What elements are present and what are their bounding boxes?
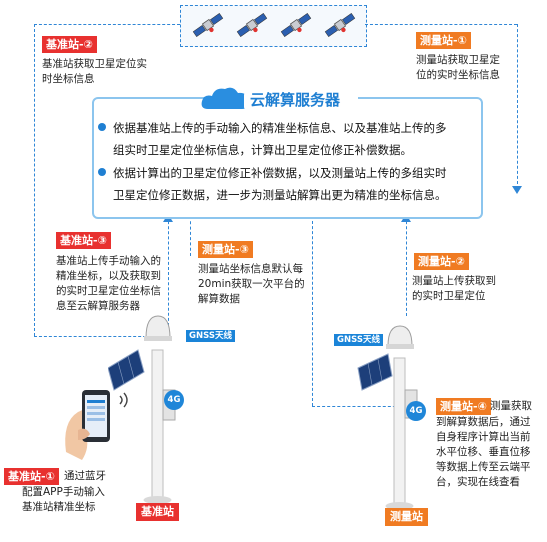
- text-base-1: 配置APP手动输入 基准站精准坐标: [22, 486, 105, 513]
- satellite-icon: [324, 13, 356, 37]
- bullet-dot: [98, 168, 106, 176]
- bullet-2-line-1: 依据计算出的卫星定位修正补偿数据，以及测量站上传的多组实时: [98, 163, 447, 183]
- text-meas-3: 测量站坐标信息默认每 20min获取一次平台的 解算数据: [198, 263, 305, 305]
- 4g-badge-base: 4G: [164, 390, 184, 410]
- arrow-down-meas: [512, 186, 522, 194]
- bullet-2-line-2: 卫星定位修正数据，进一步为测量站解算出更为精准的坐标信息。: [113, 188, 447, 202]
- text-meas-1: 测量站获取卫星定 位的实时坐标信息: [416, 54, 500, 81]
- text-meas-2: 测量站上传获取到 的实时卫星定位: [412, 275, 496, 302]
- text-base-2: 基准站获取卫星定位实 时坐标信息: [42, 58, 147, 85]
- tag-base-1: 基准站-①: [4, 468, 59, 485]
- gnss-label-base: GNSS天线: [186, 330, 235, 342]
- tag-base-3: 基准站-③: [56, 232, 111, 249]
- tag-meas-1: 测量站-①: [416, 32, 471, 49]
- base-station-device: [108, 315, 176, 504]
- tag-meas-2: 测量站-②: [414, 253, 469, 270]
- satellite-icon: [192, 13, 224, 37]
- connector-base-left: [34, 24, 35, 336]
- server-title: 云解算服务器: [250, 91, 341, 109]
- connector-base-bottom: [34, 336, 156, 337]
- gnss-label-meas: GNSS天线: [334, 334, 383, 346]
- connector-base-sat: [34, 24, 180, 25]
- bullet-dot: [98, 123, 106, 131]
- cloud-icon: [201, 87, 358, 110]
- connector-base-up: [168, 216, 169, 326]
- text-base-3: 基准站上传手动输入的 精准坐标，以及获取到 的实时卫星定位坐标信 息至云解算服务…: [56, 255, 161, 312]
- satellite-icon: [236, 13, 268, 37]
- text-meas-4: 到解算数据后，通过 自身程序计算出当前 水平位移、垂直位移 等数据上传至云端平 …: [436, 416, 531, 488]
- satellites: [192, 13, 356, 37]
- tag-meas-3: 测量站-③: [198, 241, 253, 258]
- antenna-icon: [386, 325, 414, 349]
- tag-base-2: 基准站-②: [42, 36, 97, 53]
- bullet-1-line-1: 依据基准站上传的手动输入的精准坐标信息、以及基准站上传的多: [98, 118, 447, 138]
- connector-server-meas-h: [312, 406, 406, 407]
- solar-panel-icon: [357, 353, 393, 391]
- bullet-1-line-2: 组实时卫星定位坐标信息，计算出卫星定位修正补偿数据。: [113, 143, 412, 157]
- connector-meas-up: [406, 216, 407, 316]
- 4g-badge-meas: 4G: [406, 401, 426, 421]
- text-meas-4-head: 测量获取: [490, 400, 532, 412]
- station-label-base: 基准站: [136, 503, 179, 521]
- phone-icon: [65, 390, 110, 460]
- satellite-icon: [280, 13, 312, 37]
- signal-icon: [119, 392, 128, 408]
- tag-meas-4: 测量站-④: [436, 398, 491, 415]
- connector-meas-right: [517, 24, 518, 189]
- connector-server-meas: [312, 216, 313, 406]
- station-label-meas: 测量站: [385, 508, 428, 526]
- text-base-1-head: 通过蓝牙: [64, 470, 106, 482]
- cloud-server-box: [92, 97, 483, 219]
- measurement-station-device: [357, 325, 418, 510]
- solar-panel-icon: [108, 349, 145, 391]
- connector-meas-sat: [365, 24, 517, 25]
- connector-server-down: [190, 216, 191, 256]
- antenna-icon: [144, 315, 172, 341]
